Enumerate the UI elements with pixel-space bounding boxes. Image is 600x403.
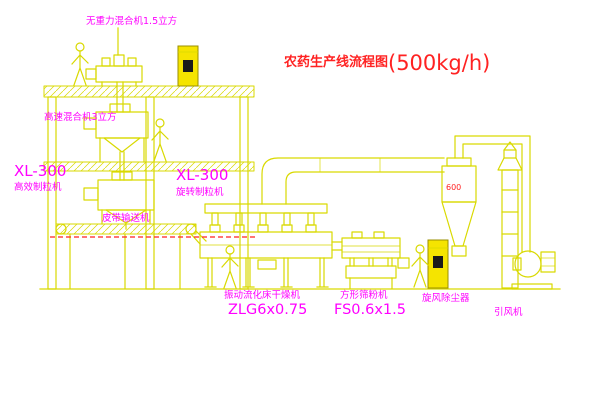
worker-figure [221,245,239,289]
square-sieve [331,231,410,289]
label-granulator-lower-name: 旋转制粒机 [176,186,224,198]
diagram-title-capacity: (500kg/h) [388,51,490,75]
label-sieve-name: 方形筛粉机 [340,289,388,301]
diagram-title: 农药生产线流程图 [283,54,388,70]
control-cabinet-lower [427,239,449,289]
exhaust-duct [261,157,445,205]
high-speed-mixer [83,96,149,181]
induced-draft-fan [511,250,556,290]
cyclone-separator [441,135,531,257]
fluid-bed-dryer [199,203,333,288]
label-cyclone-diameter: 600 [446,183,461,192]
worker-figure [411,244,429,288]
label-cyclone: 旋风除尘器 [422,292,470,304]
label-dryer-model: ZLG6x0.75 [228,302,307,318]
gravityless-mixer [85,27,143,98]
belt-conveyor [55,223,207,289]
label-granulator-upper-name: 高效制粒机 [14,181,62,193]
label-dryer-name: 振动流化床干燥机 [224,289,301,301]
control-cabinet-upper [177,45,199,87]
label-high-speed-mixer: 高速混合机3立方 [44,111,117,123]
label-granulator-upper-model: XL-300 [14,162,66,180]
label-belt-conveyor: 皮带输送机 [102,212,150,224]
label-sieve-model: FS0.6x1.5 [334,302,406,318]
labels: 无重力混合机1.5立方 高速混合机3立方 XL-300 高效制粒机 XL-300… [14,15,523,318]
label-gravityless-mixer: 无重力混合机1.5立方 [86,15,177,27]
building-structure [43,85,255,290]
label-granulator-lower-model: XL-300 [176,166,228,184]
exhaust-stack [497,141,523,289]
label-fan: 引风机 [494,306,523,318]
